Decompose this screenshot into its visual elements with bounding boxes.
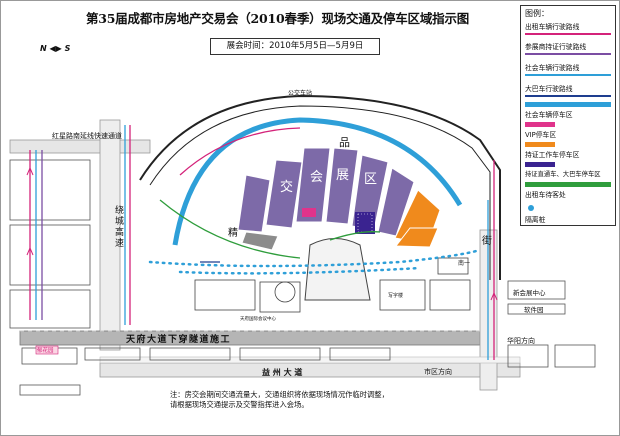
legend-swatch-public-route [525, 74, 611, 76]
footnote-line-1: 注：房交会期间交通流量大，交通组织将依据现场情况作临时调整， [170, 390, 389, 399]
legend-label-shuttle-parking: 持证直通车、大巴车停车区 [525, 171, 601, 178]
social-parking-arc [172, 117, 463, 246]
road-yizhou [99, 362, 521, 378]
hall-char-jing: 精 [228, 228, 238, 239]
bus-parking [355, 212, 375, 234]
legend-swatch-public-parking [525, 102, 611, 107]
label-yuhua: 郁花园 [37, 348, 54, 354]
legend-label-isolation-post: 隔离桩 [525, 216, 546, 224]
legend-swatch-taxi-stand [525, 182, 611, 187]
legend-label-work-parking: 持证工作车停车区 [525, 151, 580, 159]
legend-label-vip-parking: VIP停车区 [525, 131, 557, 139]
lower-buildings [194, 257, 471, 313]
legend-label-public-route: 社会车辆行驶路线 [525, 64, 580, 72]
label-huayang: 华阳方向 [507, 337, 535, 345]
label-yizhou-avenue: 益 州 大 道 [262, 368, 303, 377]
hall-char-qu: 区 [364, 172, 378, 187]
isolation-posts [148, 248, 482, 268]
footnote-line-2: 请根据现场交通提示及交警指挥进入会场。 [170, 400, 309, 409]
label-conference-center: 天府国际会议中心 [240, 317, 276, 322]
legend-dot-isolation-post [528, 205, 534, 211]
map-legend: 图例： 出租车辆行驶路线 参展商持证行驶路线 社会车辆行驶路线 大巴车行驶路线 … [520, 5, 616, 226]
legend-label-taxi-route: 出租车辆行驶路线 [525, 23, 580, 31]
outer-ring-road-inner [149, 105, 491, 280]
label-jie: 街 [482, 236, 492, 247]
label-office-building: 写字楼 [388, 293, 404, 299]
legend-swatch-vip-parking [525, 122, 555, 127]
route-arrows [26, 166, 498, 301]
compass-north: N [40, 44, 47, 53]
exhibition-halls [237, 147, 441, 251]
compass-south: S [64, 44, 71, 53]
isolation-posts-2 [178, 266, 422, 275]
outer-ring-road [139, 94, 501, 280]
road-tianfu [19, 330, 481, 346]
label-shiqu: 市区方向 [424, 368, 452, 376]
legend-label-taxi-stand: 出租车待客处 [525, 191, 566, 199]
hall-char-pin: 品 [339, 136, 350, 149]
dome-building [274, 281, 296, 303]
hall-char-jiao: 交 [280, 180, 294, 195]
label-new-convention-center: 新会展中心 [513, 289, 546, 297]
map-footnote: 注：房交会期间交通流量大，交通组织将依据现场情况作临时调整， 请根据现场交通提示… [170, 390, 490, 410]
legend-swatch-shuttle-parking [525, 162, 555, 167]
map-title: 第35届成都市房地产交易会（2010春季）现场交通及停车区域指示图 [85, 11, 470, 26]
compass-arrow-icon: ◀▶ [49, 44, 62, 53]
label-raocheng-expressway: 绕城高速 [115, 206, 125, 249]
central-plaza [304, 238, 371, 301]
vip-parking [302, 208, 316, 217]
legend-swatch-exhibitor-route [525, 53, 611, 55]
legend-heading: 图例： [525, 9, 549, 18]
route-lines [29, 125, 495, 360]
road-raocheng [99, 119, 121, 351]
label-bus-stop: 公交车站 [288, 90, 313, 97]
label-software-park: 软件园 [524, 306, 544, 314]
legend-label-bus-route: 大巴车行驶路线 [525, 85, 573, 93]
label-tianfu-avenue: 天府大道下穿隧道施工 [126, 335, 232, 345]
legend-swatch-taxi-route [525, 33, 611, 35]
hall-char-zhan: 展 [336, 168, 350, 183]
city-blocks [9, 159, 596, 396]
legend-label-exhibitor-route: 参展商持证行驶路线 [525, 43, 587, 51]
legend-swatch-work-parking [525, 142, 555, 147]
label-nanyi: 南一 [458, 260, 471, 267]
hall-char-hui: 会 [310, 170, 324, 185]
legend-swatch-bus-route [525, 95, 611, 97]
road-hongxing [9, 139, 151, 154]
compass: N ◀▶ S [40, 44, 70, 53]
label-hongxing-road: 红星路南延线快速通道 [52, 132, 122, 140]
legend-label-public-parking: 社会车辆停车区 [525, 111, 573, 119]
yuhua-block [35, 345, 59, 355]
exhibition-dates: 展会时间：2010年5月5日—5月9日 [210, 38, 380, 55]
